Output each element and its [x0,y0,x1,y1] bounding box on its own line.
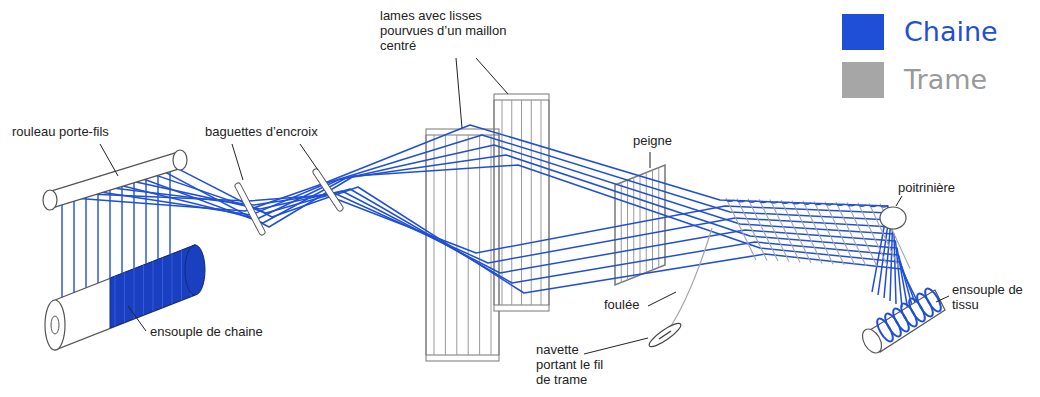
warp-thread [145,168,146,264]
weave-loop [836,204,844,206]
weave-loop [814,203,822,205]
reed-dent [640,175,641,275]
legend-swatch [842,14,884,50]
weave-loop [781,202,789,204]
part-label: peigne [633,133,672,148]
leader-line [232,144,243,180]
warp-beam-axle [51,316,59,334]
heddle [531,100,532,305]
leader-line [300,144,318,170]
leader-line [896,196,902,206]
warp-thread [133,172,134,269]
warp-beam-wound [110,245,195,328]
weave-loop [770,202,778,204]
warp-thread [121,176,122,274]
weave-loop [748,201,756,203]
heddle [511,100,512,305]
weave-loop [726,200,734,202]
weave-loop [880,206,888,208]
leader-line [648,292,676,306]
part-label: lames avec lisses pourvues d’un maillon … [380,8,538,53]
heddle-frame-bar [426,355,499,361]
weave-loop [792,202,800,204]
part-label: rouleau porte-fils [12,124,109,139]
roller-body [50,160,180,200]
warp-thread [97,183,98,283]
warp-thread [85,187,86,288]
shuttle [647,320,684,350]
warp-thread [120,179,902,308]
part-label: ensouple de chaine [150,324,263,339]
lease-rod [238,186,262,232]
heddle-frame-bar [494,94,549,100]
leader-line [456,58,462,128]
heddle-frame-side [498,135,500,355]
weave-loop [737,200,745,202]
wound-thread [115,276,116,326]
wound-thread [143,265,144,315]
heddle [491,135,492,355]
warp-thread [156,165,920,316]
leader-line [100,144,118,176]
roller-body [50,160,180,200]
heddle [521,100,522,305]
lease-rod [238,186,262,232]
weft-thread [665,228,712,335]
wound-thread [134,269,135,319]
breast-beam [880,207,906,229]
wound-thread [124,272,125,322]
heddle-frame-side [548,100,550,305]
warp-thread [132,155,908,310]
warp-thread [84,135,891,298]
part-label: foulée [604,297,639,312]
roller-end [173,150,187,170]
legend-swatch [842,62,884,98]
warp-beam-end [45,300,65,350]
legend-text: Trame [904,64,987,96]
part-label: baguettes d’encroix [205,124,318,139]
wound-thread [181,250,182,300]
leader-line [584,338,648,354]
heddle [434,135,435,355]
warp-thread [168,164,926,319]
warp-thread [157,165,158,260]
weave-loop [825,204,833,206]
roller-end [43,190,57,210]
reed-dent [646,173,647,273]
lease-rod [316,172,340,208]
heddle [502,100,503,305]
heddle-frame-side [425,135,427,355]
weave-loop [803,203,811,205]
warp-beam-end [185,245,205,295]
cloth-beam-end [859,326,886,357]
heddle [541,100,542,305]
weave-loop [759,201,767,203]
leader-line [476,58,508,94]
leader-line [650,152,651,168]
weave-loop [858,205,866,207]
reed-dent [621,183,622,283]
part-label: navette portant le fil de trame [536,342,616,387]
part-label: poitrinière [898,180,955,195]
leader-line [128,306,146,331]
leader-line [936,296,949,302]
weave-loop [847,204,855,206]
weft-thread [880,204,910,269]
part-label: ensouple de tissu [952,282,1032,312]
wound-thread [162,258,163,308]
shuttle-bobbin [659,331,671,339]
weave-loop [869,205,877,207]
heddle-frame-bar [494,305,549,311]
legend-text: Chaine [904,16,998,48]
warp-thread [61,194,62,297]
warp-thread [72,193,890,295]
wound-thread [172,254,173,304]
wound-thread [153,261,154,311]
warp-thread [108,145,896,304]
lease-rod [316,172,340,208]
warp-thread [73,191,74,293]
